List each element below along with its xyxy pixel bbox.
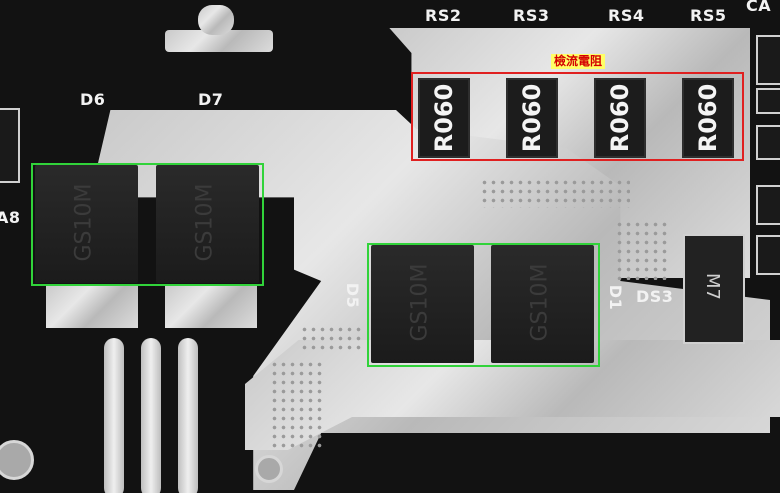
trace-2 [141, 338, 161, 493]
label-a8: A8 [0, 208, 21, 227]
trace-3 [178, 338, 198, 493]
highlight-d6-d7 [31, 163, 264, 286]
trace-1 [104, 338, 124, 493]
highlight-d5-d1 [367, 243, 600, 367]
label-rs5: RS5 [690, 6, 727, 25]
resistor-rs4: R060 [594, 78, 646, 158]
right-pad-5 [756, 235, 780, 275]
right-pad-2 [756, 88, 780, 114]
resistor-rs3: R060 [506, 78, 558, 158]
label-d1: D1 [606, 284, 626, 311]
via-field-3 [270, 360, 325, 450]
mounting-hole-left [0, 440, 34, 480]
d6-lower-pad [46, 284, 138, 328]
highlight-current-sense-resistors [411, 72, 744, 161]
d7-lower-pad [165, 284, 257, 328]
mounting-hole-center [255, 455, 283, 483]
label-d5: D5 [343, 282, 363, 309]
right-pad-3 [756, 125, 780, 160]
diode-d7: GS10M [156, 165, 259, 283]
diode-d5: GS10M [371, 245, 474, 363]
right-pad-1 [756, 35, 780, 85]
right-pad-4 [756, 185, 780, 225]
diode-d1: GS10M [491, 245, 594, 363]
resistor-rs2: R060 [418, 78, 470, 158]
diode-d6: GS10M [35, 165, 138, 283]
label-rs4: RS4 [608, 6, 645, 25]
label-d7: D7 [198, 90, 224, 109]
label-ca: CA [746, 0, 772, 15]
top-round-pad [198, 5, 234, 35]
label-d6: D6 [80, 90, 106, 109]
diode-ds3: M7 [683, 234, 745, 344]
top-solder-pad [165, 30, 273, 52]
left-edge-component [0, 108, 20, 183]
resistor-rs5: R060 [682, 78, 734, 158]
label-rs3: RS3 [513, 6, 550, 25]
via-field-1 [615, 220, 670, 280]
via-field-2 [300, 325, 365, 350]
diode-ds3-marking: M7 [701, 273, 723, 300]
annotation-label: 檢流電阻 [551, 54, 606, 69]
label-rs2: RS2 [425, 6, 462, 25]
label-ds3: DS3 [636, 287, 674, 306]
via-field-4 [480, 178, 630, 208]
